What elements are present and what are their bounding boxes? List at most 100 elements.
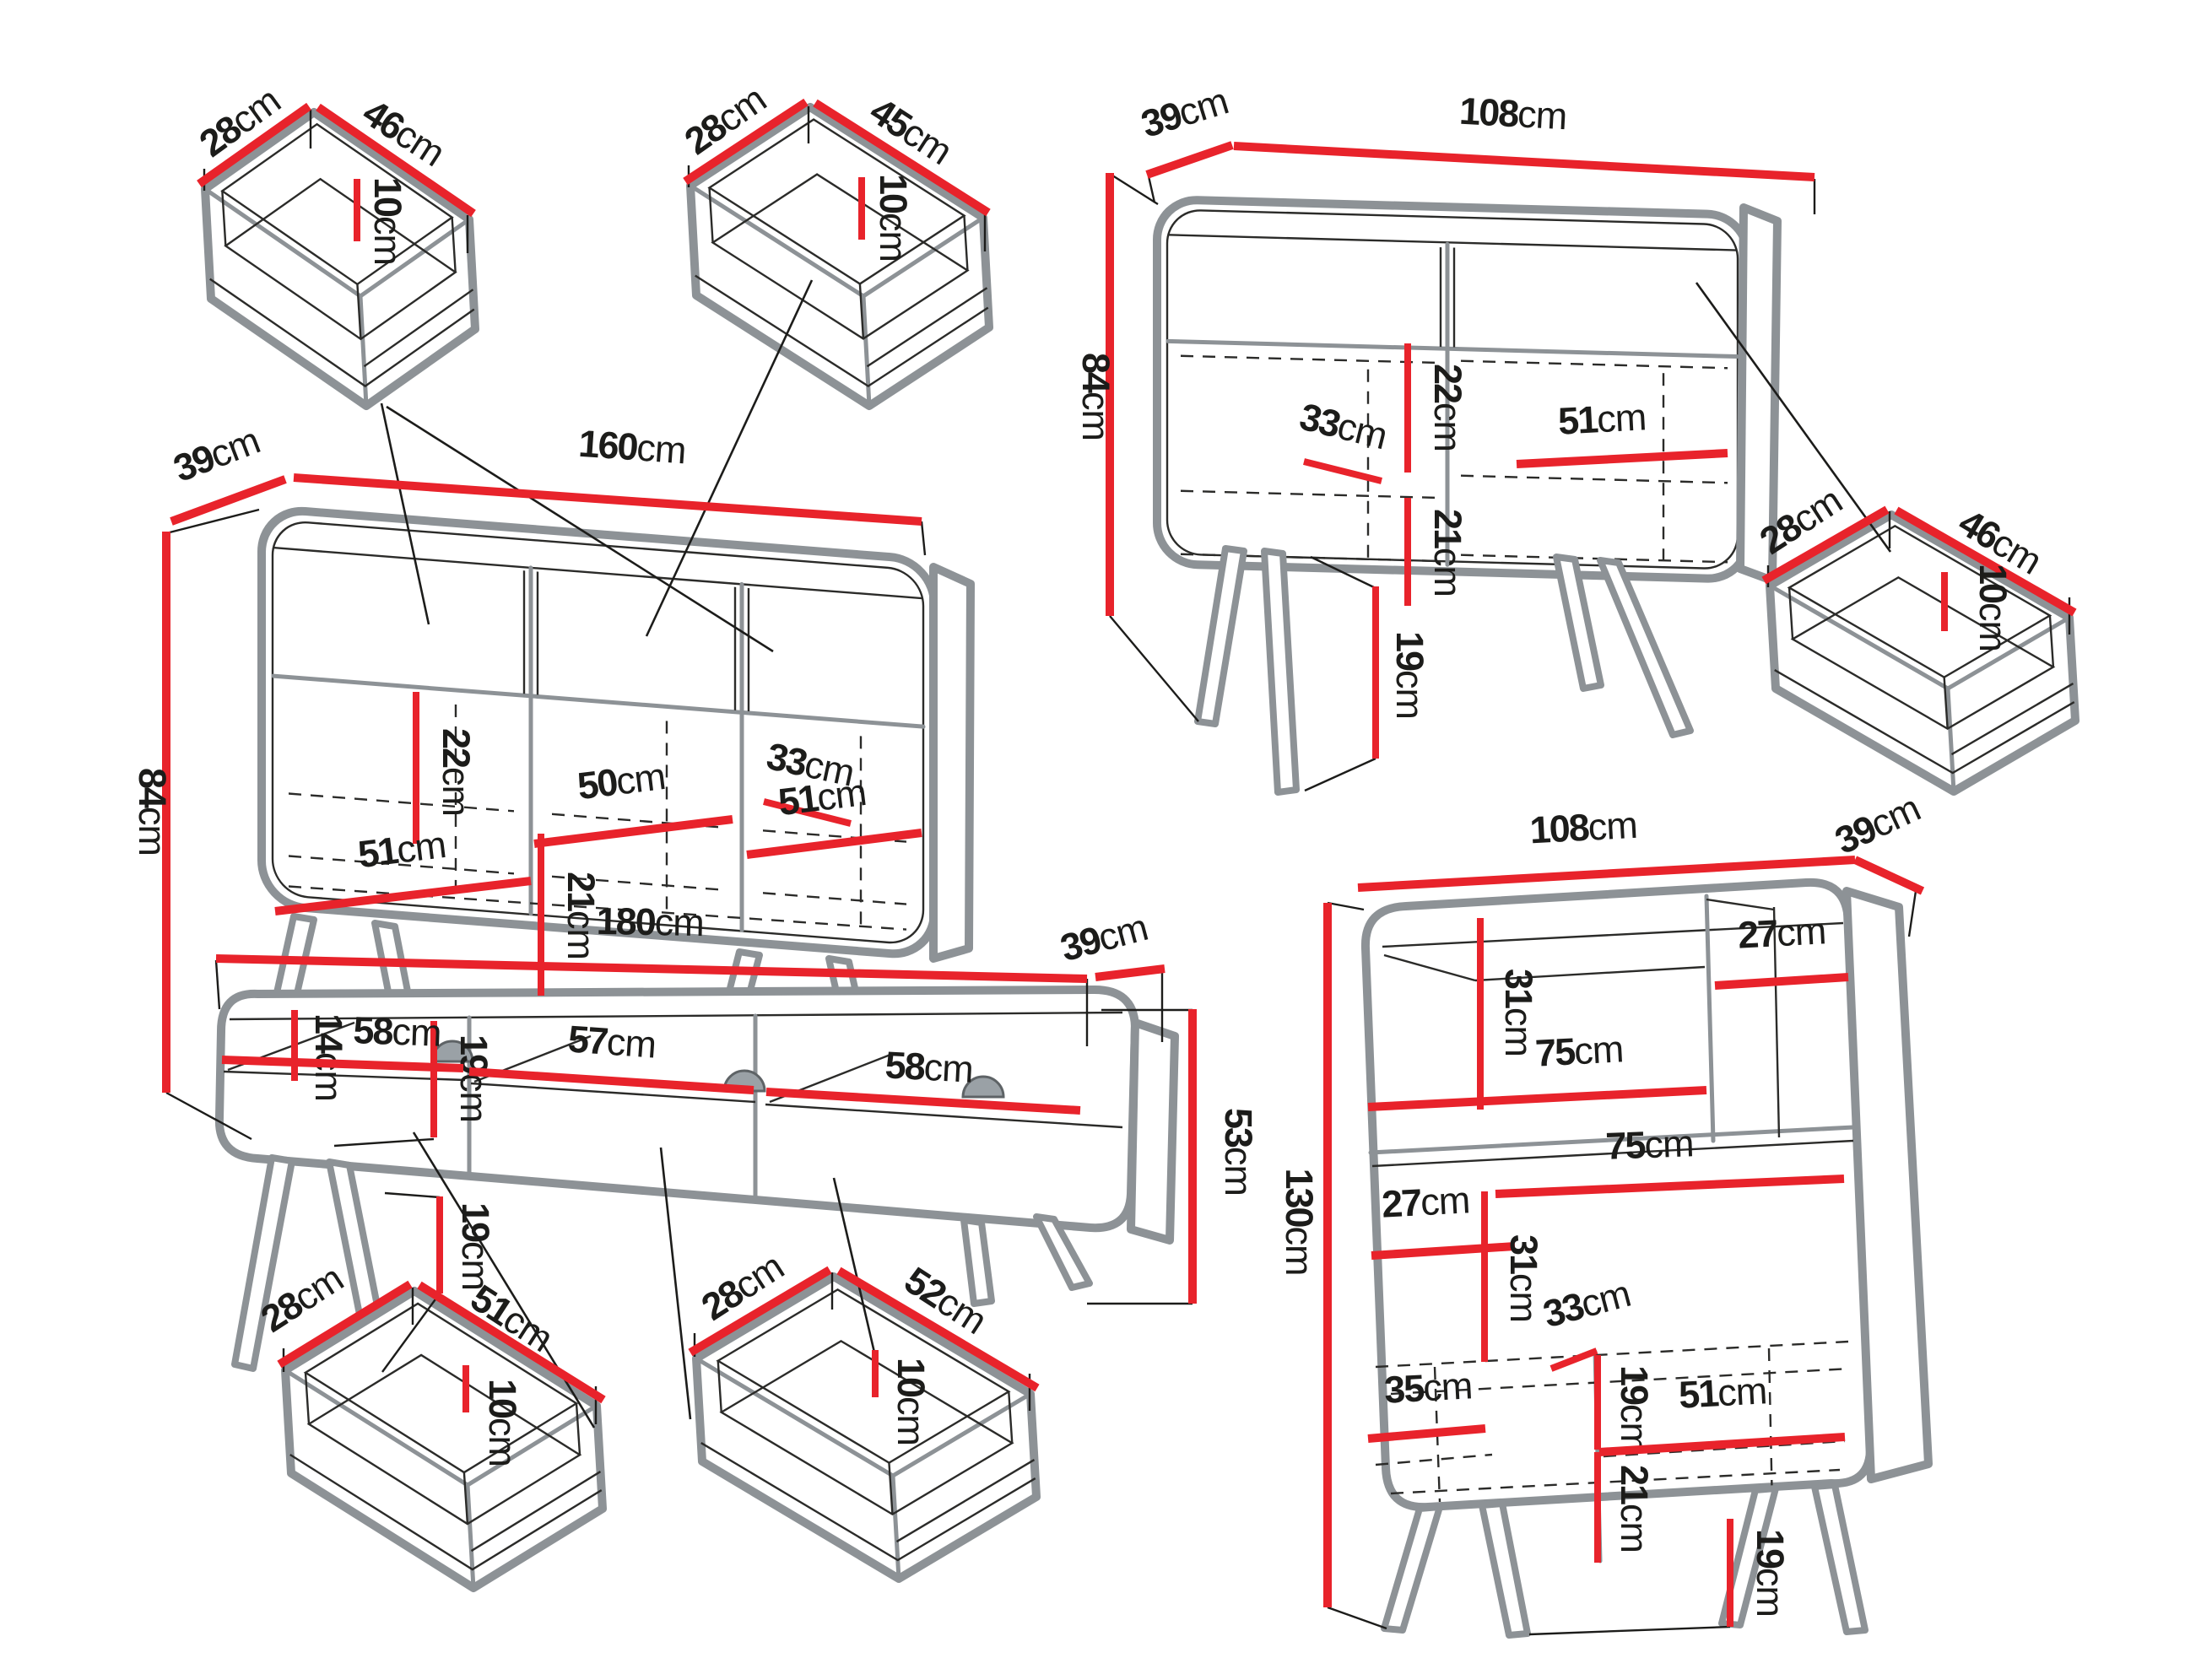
dimension-label-tv-58-left: 58cm — [353, 1008, 442, 1055]
dimension-label-highboard-b-51: 51cm — [1678, 1369, 1768, 1416]
dimension-guide-line — [920, 521, 927, 556]
dimension-value: 10 — [366, 177, 409, 217]
dimension-line-drawer-d-depth — [277, 1280, 413, 1369]
dimension-guide-line — [1147, 176, 1156, 203]
dimension-unit: cm — [872, 213, 915, 262]
dimension-highboard-a-22: 22cm — [1404, 343, 1469, 473]
dimension-highboard-b-depth: 39cm — [1829, 786, 1926, 895]
dimension-line-sideboard-50 — [533, 815, 733, 848]
dimension-highboard-a-21: 21cm — [1404, 498, 1469, 606]
dimension-sideboard-33: 33cm — [763, 734, 857, 827]
dimension-sideboard-depth: 39cm — [168, 419, 287, 526]
dimension-value: 75 — [1534, 1029, 1577, 1074]
dimension-unit: cm — [366, 216, 409, 265]
dimension-value: 27 — [1737, 911, 1779, 956]
dimension-highboard-b-19: 19cm — [1594, 1355, 1656, 1453]
dimension-highboard-b-75-mid: 75cm — [1495, 1121, 1845, 1198]
drawer-pointer-line — [659, 1147, 692, 1420]
dimension-value: 58 — [884, 1043, 927, 1088]
dimension-highboard-b-31-top: 31cm — [1477, 918, 1540, 1110]
dimension-label-highboard-b-31-top: 31cm — [1497, 969, 1540, 1056]
dimension-line-highboard-b-35 — [1367, 1424, 1486, 1443]
dimension-label-sideboard-50: 50cm — [575, 754, 668, 807]
dimension-value: 75 — [1605, 1123, 1647, 1168]
dimension-line-highboard-a-51 — [1516, 449, 1728, 468]
dimension-label-highboard-a-leg-19: 19cm — [1388, 631, 1431, 719]
dimension-value: 19 — [1388, 631, 1431, 671]
dimension-line-tv-57 — [468, 1067, 754, 1094]
dimension-value: 10 — [1971, 564, 2015, 603]
dimension-sideboard-leg-19: 19cm — [430, 1021, 495, 1137]
drawer-c — [1766, 510, 2079, 796]
dimension-value: 14 — [307, 1013, 350, 1054]
dimension-unit: cm — [1422, 1364, 1474, 1409]
dimension-line-drawer-b-depth — [683, 98, 809, 186]
dimension-value: 160 — [577, 422, 639, 469]
dimension-label-highboard-b-21: 21cm — [1613, 1465, 1656, 1553]
dimension-guide-line — [1310, 555, 1376, 590]
dimension-tv-57: 57cm — [468, 1017, 754, 1094]
dimension-line-drawer-a-width — [316, 103, 476, 218]
dimension-highboard-a-33: 33cm — [1295, 395, 1391, 484]
dimension-unit: cm — [614, 754, 668, 803]
dimension-highboard-a-51: 51cm — [1516, 395, 1728, 468]
drawer-pointer-line — [380, 402, 430, 625]
dimension-guide-line — [1907, 890, 1917, 937]
dimension-unit: cm — [454, 1241, 497, 1290]
dimension-line-sideboard-33 — [763, 798, 852, 827]
dimension-line-highboard-b-75-mid — [1495, 1175, 1845, 1198]
dimension-unit: cm — [1094, 905, 1152, 959]
dimension-label-highboard-a-21: 21cm — [1426, 509, 1469, 597]
dimension-highboard-a-depth: 39cm — [1136, 79, 1234, 179]
dimension-line-sideboard-51-left — [274, 877, 532, 915]
dimension-label-highboard-b-75-top: 75cm — [1534, 1027, 1625, 1074]
dimension-label-highboard-a-depth: 39cm — [1136, 79, 1232, 146]
dimension-label-sideboard-22: 22cm — [435, 728, 478, 816]
dimension-value: 22 — [1426, 364, 1469, 403]
dimension-line-drawer-c-width — [1894, 506, 2077, 617]
dimension-line-highboard-b-75-top — [1367, 1086, 1707, 1111]
dimension-unit: cm — [1644, 1121, 1695, 1166]
dimension-label-tv-14: 14cm — [307, 1013, 350, 1101]
dimension-drawer-c-height: 10cm — [1941, 564, 2015, 651]
dimension-unit: cm — [392, 1010, 442, 1055]
dimension-value: 57 — [566, 1017, 608, 1062]
dimension-label-highboard-b-height: 130cm — [1278, 1168, 1321, 1275]
dimension-label-highboard-b-35: 35cm — [1383, 1364, 1474, 1411]
dimension-label-sideboard-depth: 39cm — [168, 419, 265, 490]
dimension-line-drawer-b-width — [813, 99, 991, 217]
sideboard-side-panel — [929, 563, 975, 963]
dimension-drawer-a-height: 10cm — [354, 177, 409, 265]
dimension-unit: cm — [1596, 395, 1647, 440]
dimension-line-highboard-b-27-top — [1714, 973, 1849, 990]
dimension-guide-line — [1109, 172, 1159, 206]
dimension-value: 50 — [575, 760, 619, 807]
tv-handle-right — [961, 1075, 1005, 1099]
drawer-pointer-line — [386, 405, 774, 653]
drawer-d — [281, 1287, 607, 1592]
dimension-value: 180 — [596, 899, 656, 943]
dimension-unit: cm — [814, 770, 868, 819]
dimension-value: 21 — [1613, 1465, 1656, 1504]
dimension-label-highboard-a-33: 33cm — [1295, 395, 1391, 458]
dimension-drawer-b-height: 10cm — [858, 174, 915, 262]
dimension-unit: cm — [890, 1396, 933, 1445]
dimension-sideboard-51-left: 51cm — [274, 823, 532, 915]
dimension-label-sideboard-51-left: 51cm — [355, 823, 448, 876]
dimension-guide-line — [381, 1293, 441, 1373]
dimension-sideboard-width: 160cm — [293, 422, 922, 526]
dimension-value: 19 — [1613, 1365, 1656, 1405]
dimension-highboard-b-31-mid: 31cm — [1481, 1191, 1545, 1362]
dimension-unit: cm — [1613, 1404, 1656, 1453]
dimension-unit: cm — [1074, 392, 1117, 440]
dimension-label-highboard-b-27-mid: 27cm — [1381, 1178, 1471, 1225]
dimension-label-drawer-e-height: 10cm — [890, 1358, 933, 1445]
dimension-unit: cm — [452, 1073, 495, 1122]
dimension-unit: cm — [1426, 548, 1469, 597]
dimension-label-highboard-b-width: 108cm — [1528, 803, 1638, 852]
dimension-guide-line — [165, 508, 260, 535]
dimension-sideboard-height: 84cm — [131, 532, 174, 1093]
dimension-label-sideboard-leg-19: 19cm — [452, 1034, 495, 1122]
dimension-label-sideboard-width: 160cm — [577, 422, 687, 473]
dimension-line-drawer-e-depth — [688, 1266, 832, 1357]
